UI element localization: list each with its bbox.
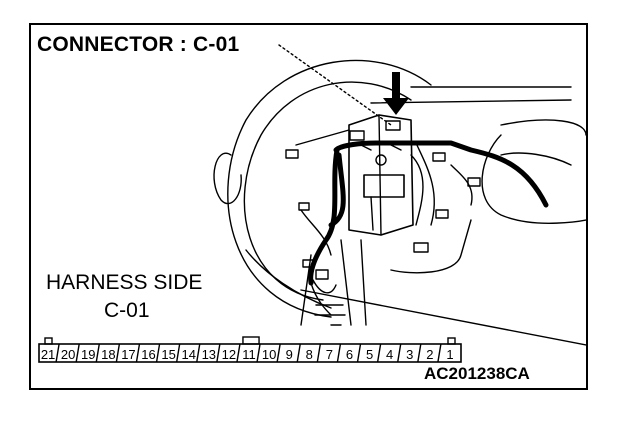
steering-wheel xyxy=(213,59,432,318)
pin-label-3: 3 xyxy=(406,347,413,362)
pin-divider xyxy=(236,343,241,363)
pin-label-8: 8 xyxy=(306,347,313,362)
wiring-harness xyxy=(308,140,549,286)
drawing-code: AC201238CA xyxy=(424,364,530,383)
pin-label-4: 4 xyxy=(386,347,393,362)
figure-title: CONNECTOR : C-01 xyxy=(37,33,240,56)
pin-label-9: 9 xyxy=(286,347,293,362)
pin-divider xyxy=(196,343,201,363)
connector-figure: CONNECTOR : C-01 HARNESS SIDE C-01 21 20 1… xyxy=(29,23,588,390)
pin-divider xyxy=(296,343,301,363)
pin-label-1: 1 xyxy=(446,347,453,362)
junction-block xyxy=(348,114,414,236)
pin-label-10: 10 xyxy=(262,347,276,362)
connector-id-label: C-01 xyxy=(104,299,150,322)
pin-label-18: 18 xyxy=(101,347,115,362)
pin-divider xyxy=(356,343,362,363)
pin-divider xyxy=(95,343,100,363)
pin-divider xyxy=(316,343,322,363)
pin-divider xyxy=(155,343,161,363)
pin-divider xyxy=(135,343,141,363)
pin-divider xyxy=(216,343,221,363)
leader-line xyxy=(278,44,392,126)
pin-divider xyxy=(115,343,121,363)
pin-divider xyxy=(175,343,181,363)
pin-label-16: 16 xyxy=(141,347,155,362)
pin-label-12: 12 xyxy=(222,347,236,362)
pin-divider xyxy=(256,343,261,363)
connector-tab xyxy=(44,337,53,345)
pin-divider xyxy=(417,343,422,363)
pin-label-6: 6 xyxy=(346,347,353,362)
connector-tab xyxy=(242,336,260,345)
pin-label-21: 21 xyxy=(41,347,55,362)
connector-tab xyxy=(447,337,456,345)
pin-label-13: 13 xyxy=(202,347,216,362)
pin-divider xyxy=(397,343,402,363)
small-connectors xyxy=(285,149,481,280)
pin-label-15: 15 xyxy=(161,347,175,362)
pin-label-14: 14 xyxy=(181,347,195,362)
pin-label-17: 17 xyxy=(121,347,135,362)
pin-divider xyxy=(437,343,442,363)
pointer-arrow xyxy=(383,72,409,115)
pin-divider xyxy=(75,343,80,363)
thin-wires xyxy=(295,129,473,316)
pin-label-5: 5 xyxy=(366,347,373,362)
pin-label-11: 11 xyxy=(242,347,256,362)
pin-divider xyxy=(376,343,382,363)
pin-divider xyxy=(276,343,281,363)
harness-side-label: HARNESS SIDE xyxy=(46,271,203,294)
dashboard-illustration xyxy=(213,44,586,346)
pin-label-20: 20 xyxy=(61,347,75,362)
pin-divider xyxy=(336,343,342,363)
steering-column xyxy=(300,239,367,326)
pin-divider xyxy=(55,343,60,363)
pin-label-19: 19 xyxy=(81,347,95,362)
pin-label-2: 2 xyxy=(426,347,433,362)
pin-label-7: 7 xyxy=(326,347,333,362)
